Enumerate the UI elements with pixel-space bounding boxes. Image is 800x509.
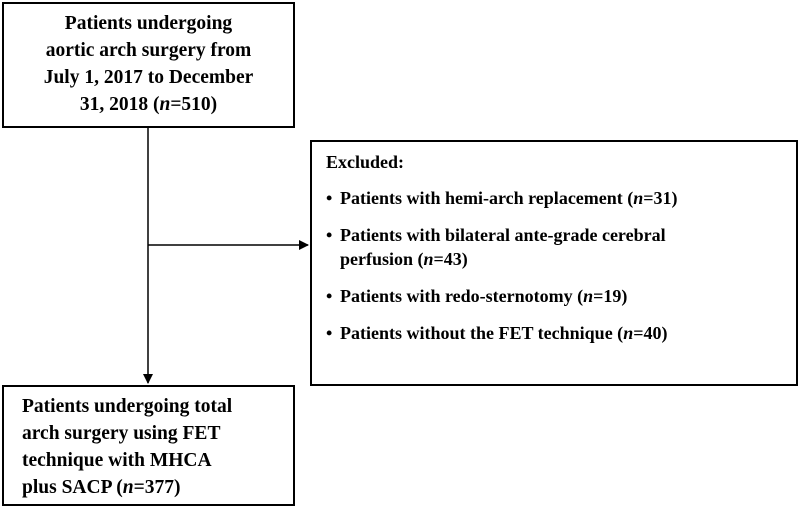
excluded-box: Excluded: • Patients with hemi-arch repl… bbox=[310, 140, 798, 386]
final-cohort-line: Patients undergoing total bbox=[22, 396, 233, 417]
n-symbol: n bbox=[159, 94, 171, 115]
final-cohort-line: arch surgery using FET bbox=[22, 423, 221, 444]
final-cohort-line: technique with MHCA bbox=[22, 450, 212, 471]
bullet-icon: • bbox=[326, 188, 333, 208]
n-symbol: n bbox=[122, 477, 134, 498]
n-symbol: n bbox=[583, 286, 594, 306]
excluded-item: • Patients with bilateral ante-grade cer… bbox=[326, 223, 786, 271]
bullet-icon: • bbox=[326, 225, 333, 245]
n-symbol: n bbox=[423, 249, 434, 269]
count-prefix: 31, 2018 ( bbox=[79, 94, 160, 115]
n-symbol: n bbox=[633, 188, 644, 208]
n-symbol: n bbox=[623, 323, 634, 343]
excluded-item-count: =19) bbox=[593, 286, 628, 306]
initial-cohort-line: July 1, 2017 to December bbox=[43, 67, 254, 88]
final-cohort-count-line: plus SACP (n=377) bbox=[22, 474, 293, 501]
count-value: =510) bbox=[170, 94, 218, 115]
count-prefix: plus SACP ( bbox=[22, 477, 123, 498]
excluded-title: Excluded: bbox=[326, 152, 405, 172]
initial-cohort-count-line: 31, 2018 (n=510) bbox=[4, 91, 293, 118]
count-value: =377) bbox=[133, 477, 181, 498]
excluded-item-count: =43) bbox=[433, 249, 468, 269]
excluded-item-count: =40) bbox=[633, 323, 668, 343]
excluded-item: • Patients without the FET technique (n=… bbox=[326, 321, 786, 345]
excluded-item-text: Patients with redo-sternotomy ( bbox=[340, 286, 584, 306]
excluded-item: • Patients with redo-sternotomy (n=19) bbox=[326, 284, 786, 308]
excluded-item: • Patients with hemi-arch replacement (n… bbox=[326, 186, 786, 210]
initial-cohort-line: Patients undergoing bbox=[64, 13, 233, 34]
initial-cohort-box: Patients undergoing aortic arch surgery … bbox=[2, 2, 295, 128]
excluded-item-text: Patients with bilateral ante-grade cereb… bbox=[340, 225, 666, 245]
excluded-item-count: =31) bbox=[643, 188, 678, 208]
initial-cohort-line: aortic arch surgery from bbox=[45, 40, 252, 61]
final-cohort-box: Patients undergoing total arch surgery u… bbox=[2, 385, 295, 506]
excluded-item-text: Patients with hemi-arch replacement ( bbox=[340, 188, 634, 208]
bullet-icon: • bbox=[326, 323, 333, 343]
excluded-item-text: Patients without the FET technique ( bbox=[340, 323, 624, 343]
excluded-item-text: perfusion ( bbox=[340, 249, 424, 269]
bullet-icon: • bbox=[326, 286, 333, 306]
